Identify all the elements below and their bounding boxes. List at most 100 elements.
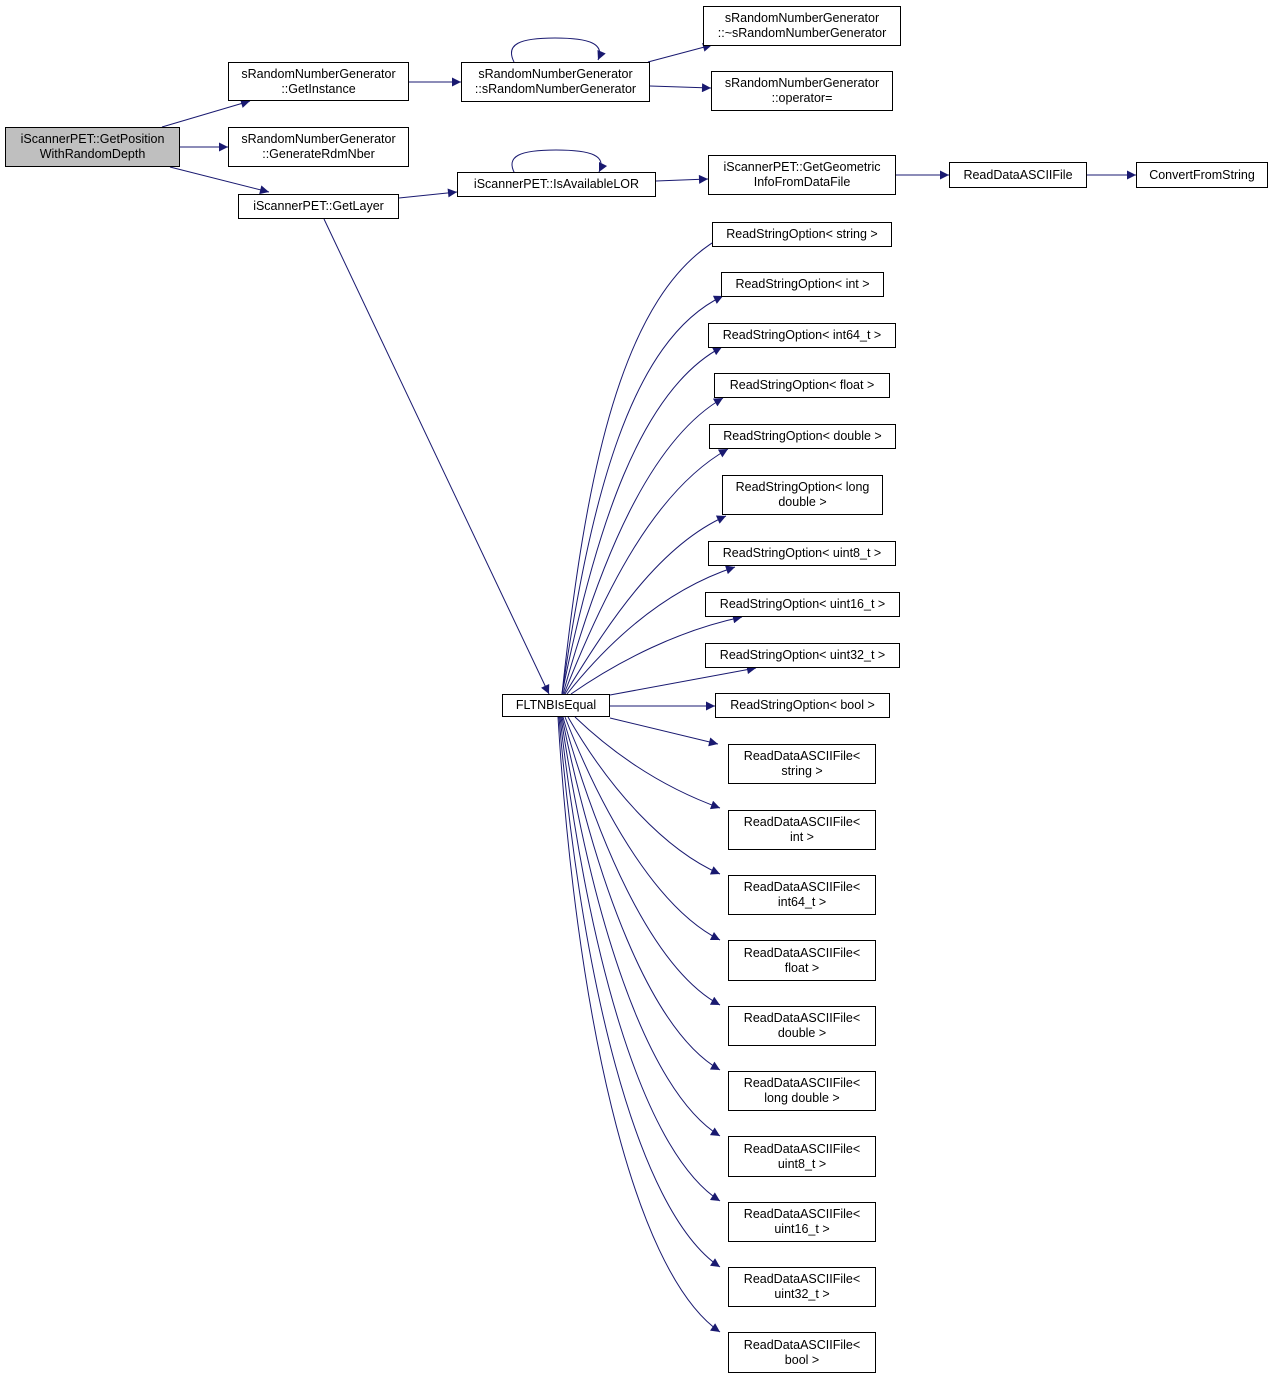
edge-isavailablelor-self [511,149,608,175]
node-convertfromstring[interactable]: ConvertFromString [1136,162,1268,188]
node-label: uint16_t > [774,1222,830,1236]
node-label: int64_t > [777,895,827,909]
node-label: double > [777,1026,827,1040]
node-readstringoption-float[interactable]: ReadStringOption< float > [714,373,890,398]
node-label: ::~sRandomNumberGenerator [717,26,887,40]
edge-fltnb-rdaf-uint8 [560,716,721,1137]
node-label: ReadStringOption< bool > [730,698,875,712]
edge-fltnb-rso-int64 [561,346,723,695]
node-label: iScannerPET::IsAvailableLOR [473,177,640,191]
node-readstringoption-uint32[interactable]: ReadStringOption< uint32_t > [705,643,900,668]
node-readdataasciifile-uint32[interactable]: ReadDataASCIIFile< uint32_t > [728,1267,876,1307]
node-label: ReadDataASCIIFile< [743,945,861,960]
edge-fltnb-rdaf-double [562,716,721,1006]
node-label: ::GenerateRdmNber [262,147,375,161]
node-label: ReadDataASCIIFile< [743,815,861,829]
edge-fltnb-rdaf-float [564,716,721,941]
node-label: ReadStringOption< float > [729,378,875,392]
edge-fltnb-rdaf-ldouble [561,716,721,1071]
node-readdataasciifile-bool[interactable]: ReadDataASCIIFile< bool > [728,1332,876,1373]
node-label: bool > [784,1352,820,1367]
node-operator-assign[interactable]: sRandomNumberGenerator ::operator= [711,71,893,111]
node-label: ::operator= [771,91,833,105]
node-label: ::GetInstance [281,81,356,96]
edge-fltnb-rdaf-string [609,717,719,747]
node-label: long double > [764,1091,840,1105]
node-readdataasciifile-uint8[interactable]: ReadDataASCIIFile< uint8_t > [728,1136,876,1177]
node-readdataasciifile-double[interactable]: ReadDataASCIIFile< double > [728,1006,876,1046]
node-label: double > [778,495,827,509]
node-readdataasciifile-uint16[interactable]: ReadDataASCIIFile< uint16_t > [728,1202,876,1242]
edge-ctor-opeq [649,83,712,93]
edge-fltnb-rso-int [561,295,724,695]
node-fltnbisequal[interactable]: FLTNBIsEqual [502,694,610,717]
node-readdataasciifile-string[interactable]: ReadDataASCIIFile< string > [728,744,876,784]
node-label: ReadStringOption< long [735,480,870,494]
edge-fltnb-rdaf-int64 [567,716,721,875]
node-readdataasciifile-int64[interactable]: ReadDataASCIIFile< int64_t > [728,875,876,915]
node-readstringoption-uint8[interactable]: ReadStringOption< uint8_t > [708,541,896,566]
edge-root-getlayer [169,166,270,195]
edge-fltnb-rdaf-uint16 [559,716,721,1202]
node-readdataasciifile-int[interactable]: ReadDataASCIIFile< int > [728,810,876,850]
edge-ctor-dtor [647,42,713,63]
node-label: ReadStringOption< int64_t > [722,328,882,342]
edge-fltnb-rdaf-int [574,716,721,810]
node-readdataasciifile[interactable]: ReadDataASCIIFile [949,162,1087,188]
edge-root-getinstance [161,99,251,128]
node-label: ReadStringOption< string > [726,227,878,241]
edge-fltnb-rso-uint8 [566,565,736,695]
node-label: sRandomNumberGenerator [478,67,633,81]
node-getinstance[interactable]: sRandomNumberGenerator ::GetInstance [228,62,409,101]
node-readstringoption-int64[interactable]: ReadStringOption< int64_t > [708,323,896,348]
node-getgeometricinfofromdatafile[interactable]: iScannerPET::GetGeometric InfoFromDataFi… [708,155,896,195]
node-generaterdmnber[interactable]: sRandomNumberGenerator ::GenerateRdmNber [228,127,409,167]
node-readdataasciifile-long-double[interactable]: ReadDataASCIIFile< long double > [728,1071,876,1111]
node-isavailablelor[interactable]: iScannerPET::IsAvailableLOR [457,172,656,197]
edge-fltnb-rso-double [563,448,729,695]
node-label: ReadDataASCIIFile< [743,1337,861,1352]
node-label: ReadDataASCIIFile< [743,1076,861,1090]
edge-fltnb-rso-ldouble [564,515,727,695]
edge-fltnb-rdaf-bool [557,716,721,1333]
node-label: int > [790,830,814,844]
node-readdataasciifile-float[interactable]: ReadDataASCIIFile< float > [728,940,876,981]
node-label: string > [781,764,823,778]
node-label: ReadDataASCIIFile< [743,1272,861,1286]
node-label: ReadStringOption< uint8_t > [722,546,882,560]
node-label: uint32_t > [774,1287,830,1301]
node-readstringoption-double[interactable]: ReadStringOption< double > [709,424,896,449]
node-getlayer[interactable]: iScannerPET::GetLayer [238,194,399,219]
node-readstringoption-uint16[interactable]: ReadStringOption< uint16_t > [705,592,900,617]
node-label: ReadStringOption< uint16_t > [719,597,886,611]
edge-fltnb-rso-string [561,235,725,695]
node-label: ReadDataASCIIFile< [743,1011,861,1025]
node-readstringoption-int[interactable]: ReadStringOption< int > [721,272,884,297]
edge-getlayer-fltnbisequal [323,218,550,695]
node-label: ReadDataASCIIFile< [743,1207,861,1221]
node-label: ReadDataASCIIFile< [743,1141,861,1156]
node-readstringoption-string[interactable]: ReadStringOption< string > [712,222,892,247]
edge-fltnb-rso-uint16 [570,614,743,695]
node-label: iScannerPET::GetGeometric [723,160,881,174]
node-label: ReadDataASCIIFile< [743,749,861,763]
node-label: ReadStringOption< int > [735,277,870,291]
edge-isavailablelor-getgeometric [655,174,709,184]
node-srandomnumbergenerator-ctor[interactable]: sRandomNumberGenerator ::sRandomNumberGe… [461,62,650,102]
node-label: FLTNBIsEqual [515,698,597,712]
node-readstringoption-bool[interactable]: ReadStringOption< bool > [715,693,890,718]
node-label: uint8_t > [777,1156,827,1171]
node-label: ReadStringOption< double > [723,429,882,443]
edge-fltnb-rso-float [562,397,724,695]
edge-fltnb-rdaf-uint32 [558,716,721,1268]
node-label: ReadDataASCIIFile [963,167,1073,182]
edge-getlayer-isavailablelor [398,188,458,199]
node-readstringoption-long-double[interactable]: ReadStringOption< long double > [722,475,883,515]
node-srandomnumbergenerator-dtor[interactable]: sRandomNumberGenerator ::~sRandomNumberG… [703,6,901,46]
node-label: WithRandomDepth [39,147,146,161]
node-label: iScannerPET::GetPosition [20,132,165,146]
node-label: InfoFromDataFile [753,175,851,189]
node-label: sRandomNumberGenerator [241,132,396,146]
node-label: float > [784,960,820,975]
